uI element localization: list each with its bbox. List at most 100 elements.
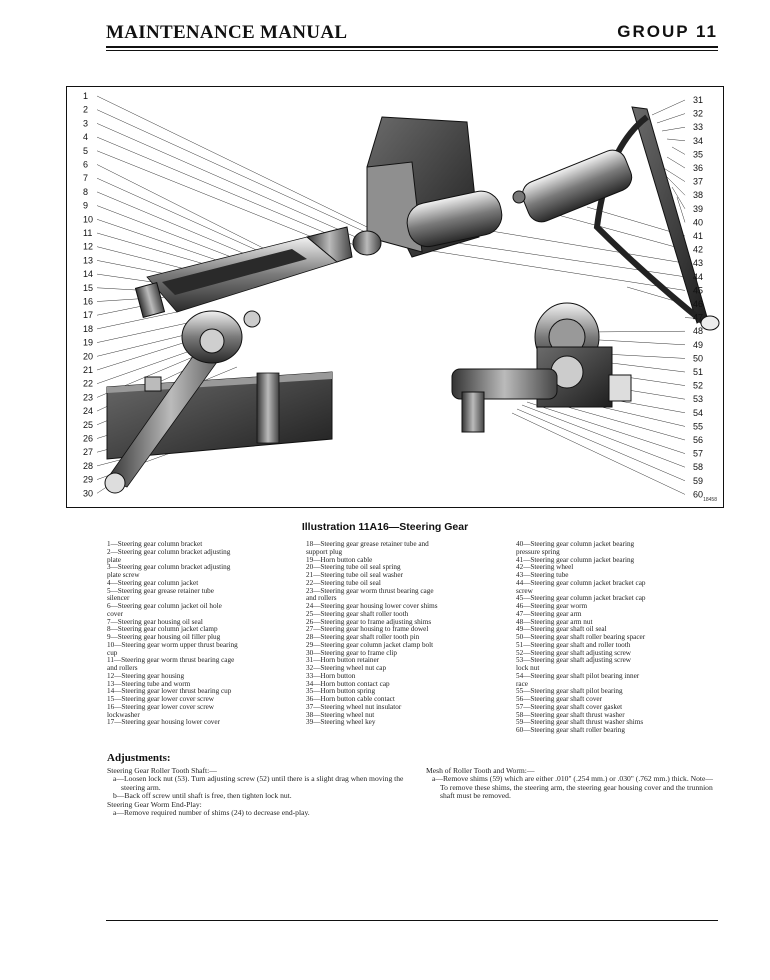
legend-item: race [516, 680, 528, 688]
leader-line [96, 321, 193, 343]
legend-item: 41—Steering gear column jacket bearing [516, 556, 635, 564]
part-number-label: 54 [693, 408, 703, 418]
legend-item: 47—Steering gear arm [516, 610, 582, 618]
legend-item: 25—Steering gear shaft roller tooth [306, 610, 409, 618]
leader-line [586, 330, 686, 333]
roller-tooth-heading: Steering Gear Roller Tooth Shaft:— [107, 766, 217, 775]
legend-item: and rollers [306, 595, 337, 603]
legend-item: lockwasher [107, 711, 140, 719]
leader-line [661, 166, 686, 182]
legend-item: 30—Steering gear to frame clip [306, 649, 398, 657]
leader-line [96, 109, 373, 236]
legend-item: 58—Steering gear shaft thrust washer [516, 711, 625, 719]
legend-item: 13—Steering tube and worm [107, 680, 191, 688]
part-number-label: 30 [83, 488, 93, 498]
part-number-label: 5 [83, 146, 88, 156]
illustration-code: 18458 [703, 497, 717, 503]
part-number-label: 48 [693, 326, 703, 336]
leader-line [96, 191, 258, 260]
part-number-label: 55 [693, 421, 703, 431]
part-number-label: 60 [693, 489, 703, 499]
part-number-label: 19 [83, 338, 93, 348]
steering-arm-drawing [104, 321, 236, 494]
part-number-label: 17 [83, 310, 93, 320]
parts-legend-column-2: 18—Steering gear grease retainer tube an… [306, 541, 508, 727]
legend-item: plate screw [107, 572, 140, 579]
leader-line [96, 311, 178, 330]
part-number-label: 3 [83, 118, 88, 128]
adjustments-heading: Adjustments: [107, 752, 171, 764]
legend-item: pressure spring [516, 548, 560, 556]
gear-shaft-section-drawing [451, 302, 632, 433]
part-number-label: 8 [83, 187, 88, 197]
leader-line [586, 206, 686, 237]
leader-line [96, 164, 278, 256]
legend-item: 43—Steering tube [516, 572, 569, 579]
part-number-label: 23 [83, 392, 93, 402]
part-number-label: 21 [83, 365, 93, 375]
part-number-label: 25 [83, 420, 93, 430]
footer-rule [106, 920, 718, 921]
worm-end-play-step-a: a—Remove required number of shims (24) t… [113, 808, 310, 818]
part-number-labels: 1234567891011121314151617181920212223242… [83, 91, 717, 503]
leader-line [671, 186, 686, 209]
legend-item: cup [107, 649, 118, 657]
part-number-label: 14 [83, 269, 93, 279]
legend-item: 1—Steering gear column bracket [107, 541, 203, 548]
part-number-label: 28 [83, 461, 93, 471]
column-bracket-drawing [352, 116, 503, 258]
mesh-heading: Mesh of Roller Tooth and Worm:— [426, 766, 535, 775]
header-rule-thin [106, 50, 718, 51]
part-number-label: 53 [693, 394, 703, 404]
part-number-label: 29 [83, 475, 93, 485]
leader-line [651, 99, 686, 116]
legend-item: 7—Steering gear housing oil seal [107, 618, 203, 626]
part-number-label: 36 [693, 163, 703, 173]
part-number-label: 11 [83, 228, 92, 238]
leader-line [656, 113, 686, 124]
legend-item: lock nut [516, 665, 540, 672]
part-number-label: 32 [693, 109, 703, 119]
part-number-label: 6 [83, 160, 88, 170]
group-label: GROUP 11 [617, 22, 718, 41]
legend-item: 8—Steering gear column jacket clamp [107, 626, 218, 634]
leader-line [671, 146, 686, 155]
legend-item: 35—Horn button spring [306, 688, 376, 696]
leader-line [466, 226, 686, 264]
legend-item: 22—Steering tube oil seal [306, 579, 381, 587]
legend-item: 34—Horn button contact cap [306, 680, 390, 688]
part-number-label: 52 [693, 381, 703, 391]
legend-item: 44—Steering gear column jacket bracket c… [516, 579, 646, 587]
steering-wheel-drawing [512, 106, 720, 331]
leader-line [96, 205, 248, 264]
legend-item: 53—Steering gear shaft adjusting screw [516, 657, 631, 665]
part-number-label: 45 [693, 285, 703, 295]
leader-line [96, 219, 238, 268]
part-number-label: 31 [693, 95, 703, 105]
legend-item: 56—Steering gear shaft cover [516, 696, 603, 703]
part-number-label: 26 [83, 434, 93, 444]
legend-item: 57—Steering gear shaft cover gasket [516, 703, 623, 711]
legend-item: and rollers [107, 665, 138, 672]
legend-item: 9—Steering gear housing oil filler plug [107, 634, 221, 641]
legend-item: support plug [306, 548, 343, 556]
part-number-label: 1 [83, 91, 88, 101]
part-number-label: 4 [83, 132, 88, 142]
part-number-label: 57 [693, 449, 703, 459]
roller-tooth-step-b: b—Back off screw until shaft is free, th… [113, 791, 292, 801]
part-number-label: 15 [83, 283, 93, 293]
part-number-label: 47 [693, 313, 703, 323]
mesh-step-a: a—Remove shims (59) which are either .01… [432, 774, 713, 801]
part-number-label: 44 [693, 272, 703, 282]
legend-item: 5—Steering gear grease retainer tube [107, 587, 214, 595]
legend-item: 10—Steering gear worm upper thrust beari… [107, 641, 238, 649]
legend-item: 2—Steering gear column bracket adjusting [107, 548, 231, 556]
legend-item: 12—Steering gear housing [107, 672, 185, 680]
leader-line [406, 246, 686, 291]
legend-item: 36—Horn button cable contact [306, 696, 395, 703]
part-number-label: 46 [693, 299, 703, 309]
legend-item: 20—Steering tube oil seal spring [306, 564, 401, 572]
legend-item: 33—Horn button [306, 672, 356, 680]
leader-line [666, 156, 686, 169]
leader-line [96, 177, 273, 258]
